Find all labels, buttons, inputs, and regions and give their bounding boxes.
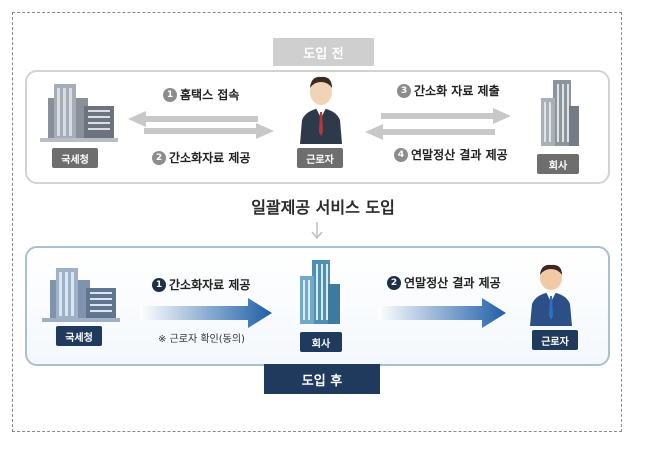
worker-person-icon (530, 264, 572, 326)
worker-label-tag: 근로자 (532, 330, 578, 350)
company-building-icon (541, 80, 579, 146)
step-3-badge: 3 (397, 83, 411, 98)
nts-label-tag: 국세청 (56, 326, 102, 346)
after-tab: 도입 후 (264, 364, 380, 394)
before-tab: 도입 전 (273, 38, 374, 66)
company-building-icon (300, 260, 340, 324)
nts-building-icon (40, 84, 118, 142)
company-label-tag: 회사 (537, 154, 579, 174)
blue-arrow-1 (140, 298, 272, 328)
down-arrow-icon (311, 222, 323, 240)
nts-building-icon (42, 268, 120, 322)
center-title: 일괄제공 서비스 도입 (251, 198, 395, 217)
gray-double-arrow-left (128, 111, 274, 139)
blue-arrow-2 (378, 298, 506, 328)
step-2-badge: 2 (152, 150, 166, 165)
step-1-badge: 1 (163, 87, 177, 102)
step-2-badge: 2 (387, 275, 401, 290)
worker-person-icon (300, 76, 342, 144)
worker-label-tag: 근로자 (297, 148, 343, 168)
step-1-badge: 1 (152, 277, 166, 292)
company-label-tag: 회사 (300, 332, 342, 352)
nts-label-tag: 국세청 (52, 148, 98, 168)
diagram-frame (12, 12, 622, 432)
gray-double-arrow-right (365, 108, 511, 140)
consent-note: ※ 근로자 확인(동의) (158, 334, 245, 345)
step-4-badge: 4 (394, 147, 408, 162)
